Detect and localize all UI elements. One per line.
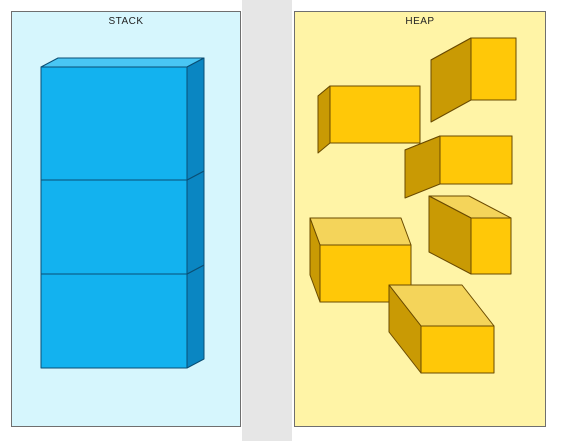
stack-block-top [40,57,205,181]
heap-block-4-front-face [470,217,512,275]
stack-block-middle-side-face [186,170,205,275]
heap-block-6-front-face [420,325,495,374]
heap-block-3-side-face [404,135,441,199]
heap-block-5 [309,217,412,303]
stack-block-middle [40,170,205,275]
heap-block-4 [428,195,512,275]
stack-block-middle-front-face [40,179,188,275]
heap-block-2-side-face [317,85,331,154]
stack-block-top-top-face [40,57,205,68]
heap-block-3-front-face [439,135,513,185]
heap-block-6 [388,284,495,374]
stack-block-bottom-front-face [40,273,188,369]
stack-block-top-front-face [40,66,188,181]
heap-block-1 [430,37,517,123]
stack-title: STACK [108,16,144,27]
heap-block-1-side-face [430,37,472,123]
heap-title: HEAP [405,16,435,27]
heap-block-5-top-face [309,217,412,246]
stack-block-top-side-face [186,57,205,181]
heap-block-2-front-face [329,85,421,144]
heap-block-1-front-face [470,37,517,101]
heap-block-2 [317,85,421,154]
stack-block-bottom [40,264,205,369]
divider-band [242,0,292,441]
heap-block-3 [404,135,513,199]
stack-block-bottom-side-face [186,264,205,369]
